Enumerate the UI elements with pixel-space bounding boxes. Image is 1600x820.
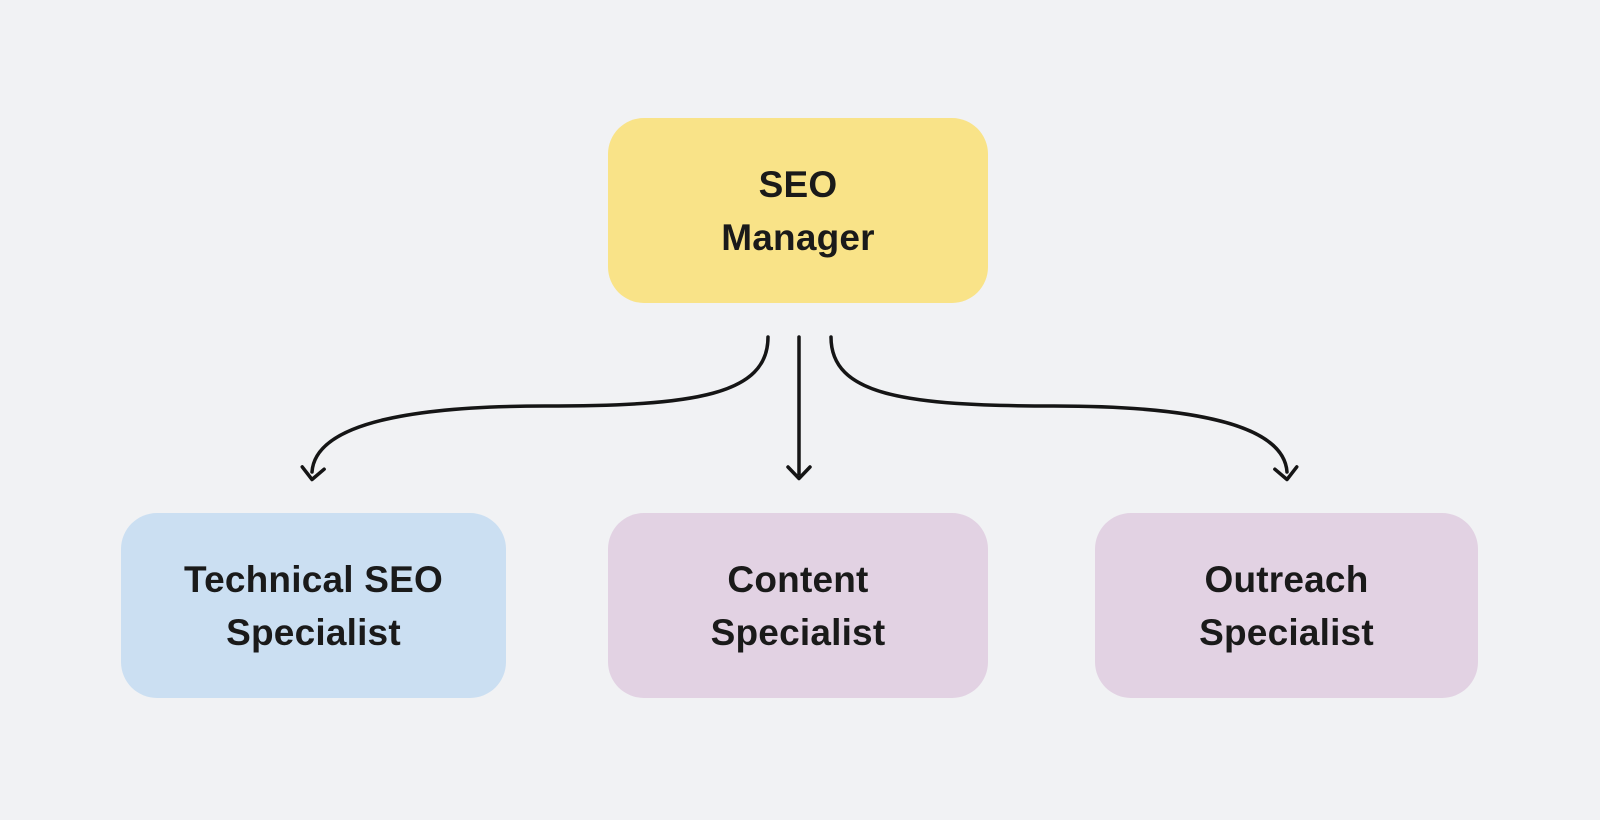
- node-label-line: Technical SEO: [184, 558, 443, 600]
- edge-line: [310, 335, 770, 474]
- edge-seo-manager-to-outreach-specialist[interactable]: [829, 335, 1299, 482]
- edge-seo-manager-to-content-specialist[interactable]: [786, 335, 812, 481]
- node-label-line: Content: [727, 558, 869, 600]
- node-label-line: Manager: [721, 216, 875, 258]
- arrowhead-icon: [1273, 465, 1299, 482]
- node-label-line: Outreach: [1204, 558, 1369, 600]
- node-seo-manager[interactable]: SEO Manager: [608, 118, 988, 303]
- edge-line: [829, 335, 1289, 474]
- node-label-line: Specialist: [1199, 611, 1374, 653]
- arrowhead-icon: [786, 465, 812, 481]
- node-content-specialist[interactable]: Content Specialist: [608, 513, 988, 698]
- node-label-line: Specialist: [226, 611, 401, 653]
- node-label-line: SEO: [758, 163, 838, 205]
- node-label-line: Specialist: [710, 611, 886, 653]
- node-outreach-specialist[interactable]: Outreach Specialist: [1095, 513, 1478, 698]
- edge-seo-manager-to-technical-seo-specialist[interactable]: [300, 335, 770, 482]
- arrowhead-icon: [300, 465, 326, 482]
- node-technical-seo-specialist[interactable]: Technical SEO Specialist: [121, 513, 506, 698]
